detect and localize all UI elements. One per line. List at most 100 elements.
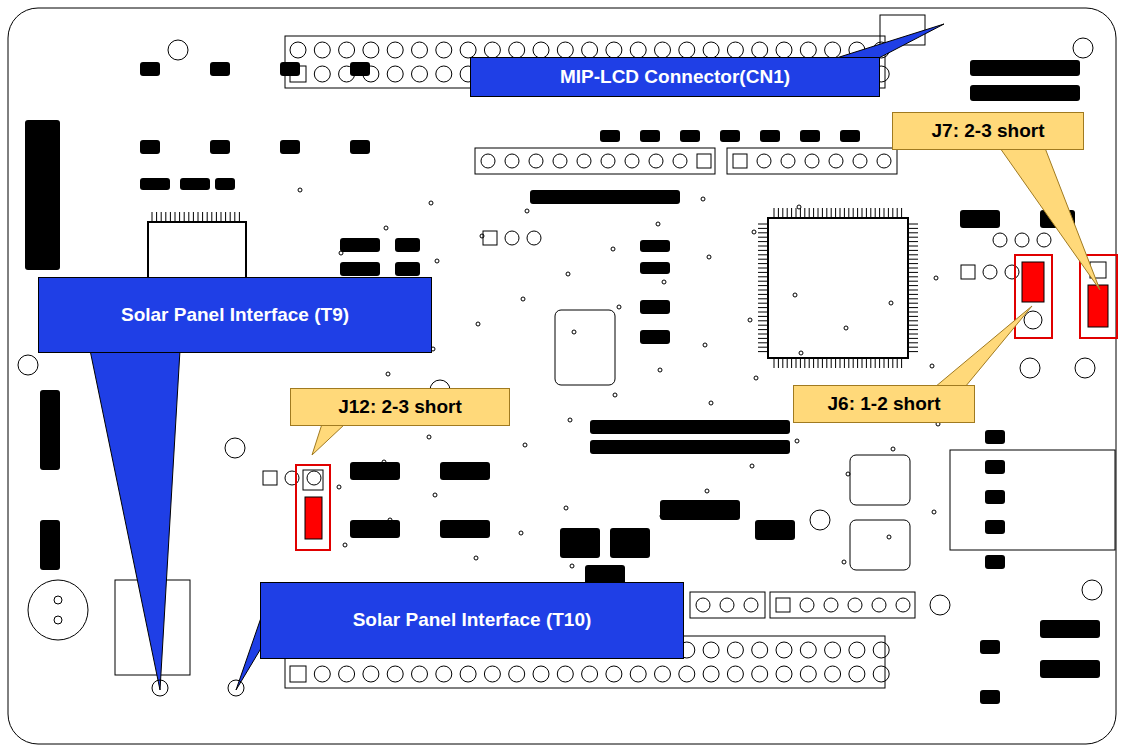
smd-pad xyxy=(985,555,1005,569)
chip-pin xyxy=(908,312,918,313)
header-pin xyxy=(339,666,355,682)
smd-pad xyxy=(140,178,170,190)
chip-pin xyxy=(840,358,841,368)
smd-pad xyxy=(760,130,780,142)
chip-pin xyxy=(809,208,810,218)
header-pin xyxy=(630,42,646,58)
header-pin xyxy=(363,42,379,58)
chip-pin xyxy=(826,358,827,368)
jumper-cap xyxy=(1022,262,1044,302)
header-pin xyxy=(896,598,910,612)
callout-pointer xyxy=(830,24,944,60)
smd-pad xyxy=(590,440,790,454)
via xyxy=(748,318,752,322)
chip-pin xyxy=(908,294,918,295)
header-pin xyxy=(509,42,525,58)
chip-pin xyxy=(884,358,885,368)
smd-pad xyxy=(215,178,235,190)
via xyxy=(930,364,934,368)
header-pin xyxy=(339,42,355,58)
header-pin xyxy=(314,66,330,82)
via xyxy=(613,393,617,397)
chip-pin xyxy=(879,208,880,218)
via xyxy=(656,222,660,226)
header-pin xyxy=(412,666,428,682)
via xyxy=(474,556,478,560)
header-pin xyxy=(582,42,598,58)
chip-pin xyxy=(866,358,867,368)
header-pin xyxy=(484,42,500,58)
chip-pin xyxy=(758,342,768,343)
via xyxy=(891,447,895,451)
jumper-pin xyxy=(303,470,323,490)
via xyxy=(662,280,666,284)
chip-pin xyxy=(853,208,854,218)
chip-pin xyxy=(897,208,898,218)
via xyxy=(615,539,619,543)
header-pin xyxy=(800,598,814,612)
header-outline xyxy=(770,592,915,618)
header-pin xyxy=(655,42,671,58)
via xyxy=(844,326,848,330)
chip-pin xyxy=(862,358,863,368)
smd-pad xyxy=(980,640,1000,654)
chip-pin xyxy=(782,358,783,368)
chip-pin xyxy=(831,358,832,368)
chip-pin xyxy=(848,208,849,218)
header-pin xyxy=(752,666,768,682)
smd-pad xyxy=(440,462,490,480)
via xyxy=(887,535,891,539)
via xyxy=(705,489,709,493)
via xyxy=(932,510,936,514)
header-pin xyxy=(387,66,403,82)
chip-pin xyxy=(758,325,768,326)
chip-pin xyxy=(908,254,918,255)
header-pin xyxy=(727,666,743,682)
chip-pin xyxy=(184,212,185,222)
header-pin xyxy=(744,598,758,612)
chip-pin xyxy=(908,347,918,348)
smd-pad xyxy=(600,130,620,142)
via xyxy=(521,297,525,301)
chip-pin xyxy=(908,259,918,260)
header-pin xyxy=(606,666,622,682)
header-pin xyxy=(697,154,711,168)
chip-pin xyxy=(866,208,867,218)
chip-pin xyxy=(813,358,814,368)
via xyxy=(476,322,480,326)
callout-text: Solar Panel Interface (T9) xyxy=(121,304,349,327)
header-pin xyxy=(290,666,306,682)
chip-pin xyxy=(908,329,918,330)
via xyxy=(433,493,437,497)
chip-pin xyxy=(221,212,222,222)
callout-text: J12: 2-3 short xyxy=(338,396,462,419)
callout-pointer xyxy=(1000,148,1100,290)
header-pin xyxy=(679,666,695,682)
smd-pad xyxy=(210,62,230,76)
via xyxy=(384,226,388,230)
chip-pin xyxy=(758,254,768,255)
smd-pad xyxy=(970,85,1080,101)
via xyxy=(568,418,572,422)
header-pin xyxy=(825,42,841,58)
header-pin xyxy=(849,642,865,658)
smd-pad xyxy=(985,520,1005,534)
header-pin xyxy=(679,42,695,58)
via xyxy=(611,247,615,251)
smd-pad xyxy=(980,690,1000,704)
smd-pad xyxy=(800,130,820,142)
smd-pad xyxy=(985,490,1005,504)
chip-pin xyxy=(782,208,783,218)
header-pin xyxy=(873,666,889,682)
header-pin xyxy=(752,642,768,658)
chip-pin xyxy=(875,208,876,218)
chip-pin xyxy=(813,208,814,218)
via xyxy=(525,209,529,213)
chip-pin xyxy=(758,307,768,308)
callout-text: Solar Panel Interface (T10) xyxy=(353,609,592,632)
solar-terminal xyxy=(152,680,168,696)
chip-pin xyxy=(225,212,226,222)
via xyxy=(707,255,711,259)
jumper-highlight xyxy=(296,465,330,550)
via xyxy=(846,472,850,476)
